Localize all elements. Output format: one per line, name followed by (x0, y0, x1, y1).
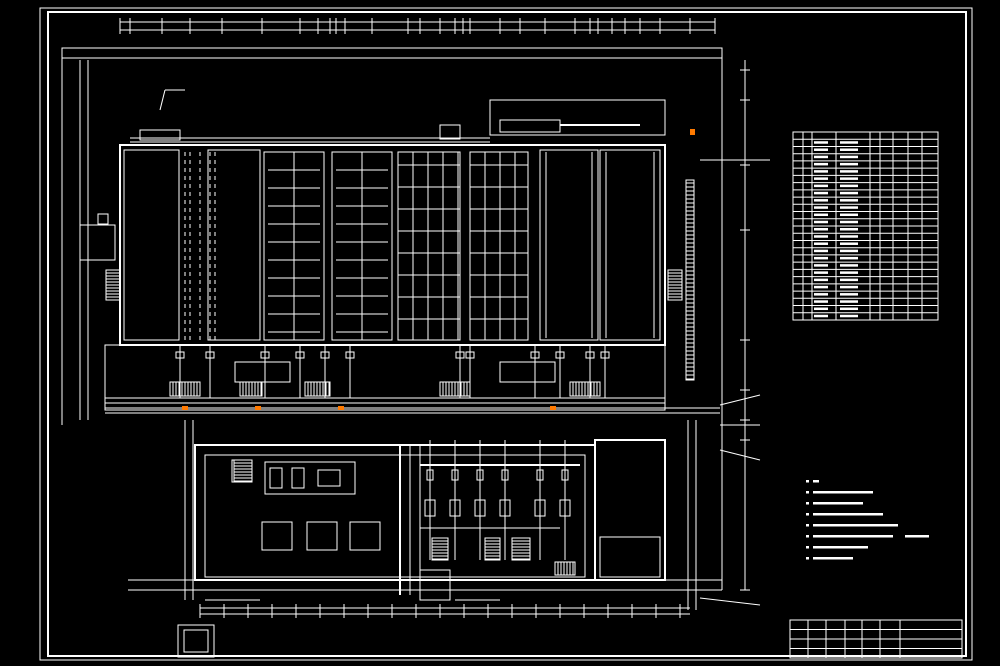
left-pump-box (79, 213, 116, 261)
sheet-outer-border (39, 7, 973, 661)
equipment-table (792, 131, 939, 321)
left-dimension-line (79, 60, 89, 420)
callout-leaders (159, 89, 770, 606)
top-dimension-chain (119, 18, 716, 34)
bottom-dimension-chain (199, 604, 690, 618)
right-dimension-line (740, 60, 750, 591)
sheet-inner-border (47, 11, 967, 657)
title-block (789, 619, 963, 659)
equipment-room (177, 420, 697, 658)
top-pipe-rack (130, 99, 666, 143)
notes-block (806, 480, 929, 560)
pipe-gallery (104, 129, 720, 414)
upper-tank-block (119, 144, 666, 346)
